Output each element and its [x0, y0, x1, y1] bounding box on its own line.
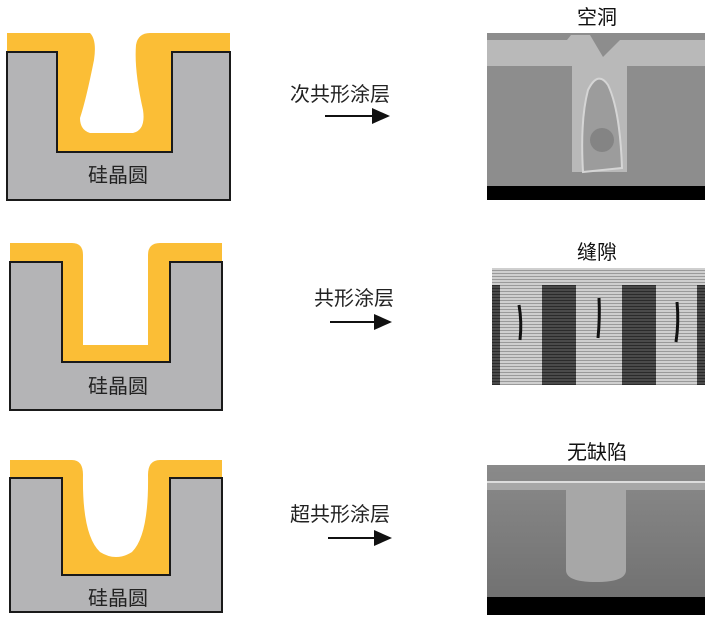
process-label: 共形涂层	[314, 286, 394, 310]
process-label: 超共形涂层	[290, 502, 390, 526]
sem-image-defect-free	[487, 465, 705, 615]
wafer-diagram-subconformal: 硅晶圆	[6, 33, 231, 201]
wafer-diagram-superconformal: 硅晶圆	[9, 460, 223, 613]
sem-image-seam	[492, 268, 705, 385]
wafer-label: 硅晶圆	[88, 163, 148, 187]
wafer-label: 硅晶圆	[88, 586, 148, 610]
wafer-diagram-conformal: 硅晶圆	[9, 243, 223, 411]
result-title: 无缺陷	[567, 440, 627, 464]
process-label: 次共形涂层	[290, 82, 390, 106]
result-title: 缝隙	[577, 240, 617, 264]
wafer-label: 硅晶圆	[88, 374, 148, 398]
result-title: 空洞	[577, 5, 617, 29]
sem-image-void	[487, 33, 705, 200]
